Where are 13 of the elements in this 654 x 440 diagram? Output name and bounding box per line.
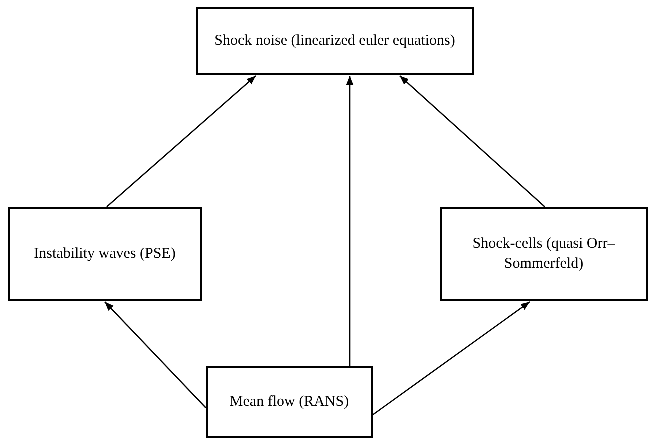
arrow — [400, 76, 546, 208]
process-box — [196, 7, 474, 75]
box-label: Mean flow (RANS) — [230, 392, 350, 412]
process-box — [206, 366, 373, 438]
box-label: Shock-cells (quasi Orr–Sommerfeld) — [472, 234, 616, 274]
arrow — [106, 76, 256, 208]
box-label: Instability waves (PSE) — [34, 244, 176, 264]
process-box — [440, 207, 648, 301]
box-label: Shock noise (linearized euler equations) — [214, 32, 456, 51]
arrow — [346, 76, 354, 366]
process-box — [8, 207, 202, 301]
arrow — [372, 301, 530, 416]
arrow — [104, 302, 206, 408]
